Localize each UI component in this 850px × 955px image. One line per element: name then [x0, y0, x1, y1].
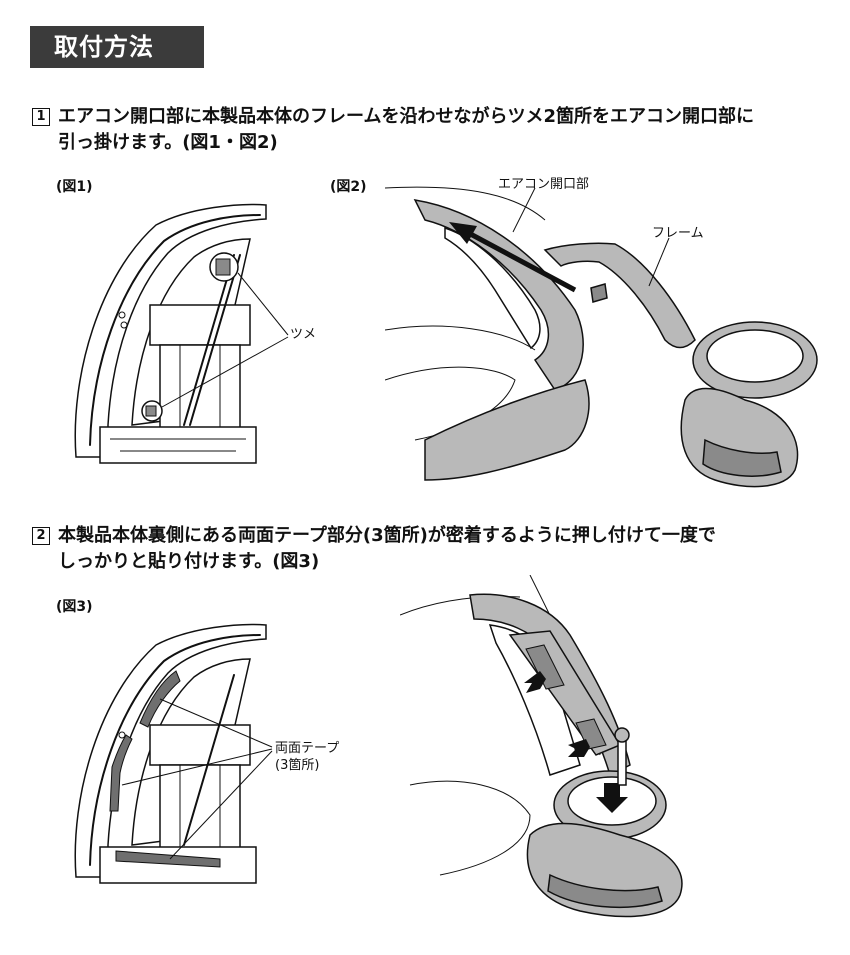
aircon-opening-callout: エアコン開口部 — [498, 177, 590, 192]
step1-instruction: 1 エアコン開口部に本製品本体のフレームを沿わせながらツメ2箇所をエアコン開口部に… — [32, 104, 832, 156]
fig1-label: (図1) — [56, 179, 93, 195]
step1-line1: エアコン開口部に本製品本体のフレームを沿わせながらツメ2箇所をエアコン開口部に — [58, 106, 754, 127]
fig2-label: (図2) — [330, 179, 367, 195]
fig1-product-illustration — [74, 203, 289, 464]
step1-number: 1 — [32, 108, 50, 126]
step2-number: 2 — [32, 527, 50, 545]
tape-callout-line1: 両面テープ — [275, 741, 340, 756]
fig2-attach-illustration — [385, 186, 818, 488]
fig3-tape-illustration — [74, 623, 273, 884]
tsume-callout: ツメ — [290, 327, 317, 342]
frame-callout: フレーム — [652, 226, 704, 241]
fig3-label: (図3) — [56, 599, 93, 615]
tape-callout-line2: (3箇所) — [275, 758, 320, 773]
fig3-press-illustration — [400, 575, 683, 918]
step1-line2: 引っ掛けます。(図1・図2) — [58, 132, 278, 153]
page-title: 取付方法 — [30, 26, 204, 68]
step2-line1: 本製品本体裏側にある両面テープ部分(3箇所)が密着するように押し付けて一度で — [58, 525, 716, 546]
step2-line2: しっかりと貼り付けます。(図3) — [58, 551, 320, 572]
